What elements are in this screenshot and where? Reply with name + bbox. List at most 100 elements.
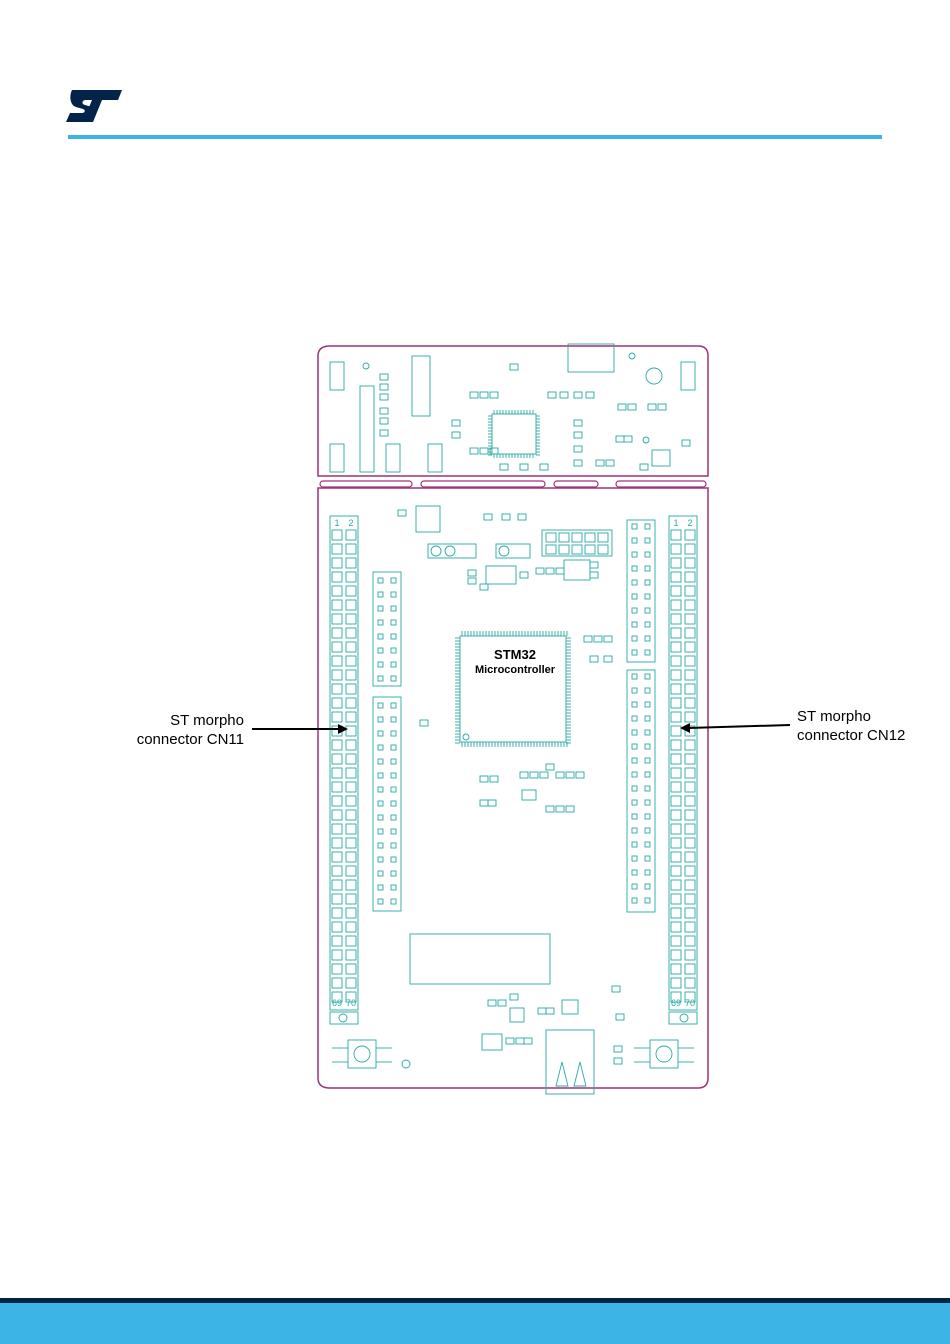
cn11-pin bbox=[332, 600, 342, 610]
cn12-pin bbox=[685, 544, 695, 554]
cn11-pin bbox=[346, 782, 356, 792]
cn11-pin bbox=[332, 530, 342, 540]
cn12-pin bbox=[685, 586, 695, 596]
passive-component bbox=[452, 420, 460, 426]
cn11-pin bbox=[332, 936, 342, 946]
cn11-pin bbox=[346, 754, 356, 764]
usb-user-connector bbox=[546, 1030, 594, 1094]
passive-component bbox=[500, 464, 508, 470]
cn12-pin bbox=[671, 880, 681, 890]
cn11-pin bbox=[346, 894, 356, 904]
passive-component bbox=[604, 656, 612, 662]
passive-component bbox=[498, 1000, 506, 1006]
cn11-pin bbox=[346, 950, 356, 960]
passive-component bbox=[556, 772, 564, 778]
cn12-pin bbox=[685, 600, 695, 610]
cn11-pin bbox=[332, 796, 342, 806]
cn12-pin bbox=[671, 586, 681, 596]
cn12-pin bbox=[685, 698, 695, 708]
passive-component bbox=[584, 636, 592, 642]
passive-component bbox=[520, 464, 528, 470]
cn12-pin-69-label: 69 bbox=[671, 998, 681, 1008]
passive-component bbox=[468, 578, 476, 584]
cn11-pin bbox=[346, 908, 356, 918]
passive-component bbox=[468, 570, 476, 576]
cn-inner-right-bottom bbox=[627, 670, 655, 912]
passive-component bbox=[574, 460, 582, 466]
passive-component bbox=[682, 440, 690, 446]
cn12-pin bbox=[671, 782, 681, 792]
passive-component bbox=[520, 572, 528, 578]
cn12-pin bbox=[685, 740, 695, 750]
cn12-pin bbox=[671, 908, 681, 918]
cn11-pin bbox=[332, 824, 342, 834]
cn12-pin bbox=[671, 796, 681, 806]
passive-component bbox=[488, 1000, 496, 1006]
passive-component bbox=[640, 464, 648, 470]
cn11-pin-2-label: 2 bbox=[348, 518, 353, 528]
cn12-pin bbox=[671, 628, 681, 638]
cn11-pin bbox=[346, 544, 356, 554]
cn11-pin bbox=[346, 726, 356, 736]
passive-component bbox=[594, 636, 602, 642]
passive-component bbox=[576, 772, 584, 778]
footer-band bbox=[0, 1303, 950, 1344]
mcu-title: STM32 bbox=[440, 647, 590, 662]
passive-component bbox=[470, 448, 478, 454]
passive-component bbox=[452, 432, 460, 438]
passive-component bbox=[616, 436, 624, 442]
cn11-pin bbox=[332, 586, 342, 596]
cn11-pin bbox=[346, 530, 356, 540]
passive-component bbox=[574, 446, 582, 452]
cn12-pin bbox=[685, 656, 695, 666]
cn12-pin-1-label: 1 bbox=[673, 518, 678, 528]
cn11-pin bbox=[332, 810, 342, 820]
cn11-pin bbox=[346, 880, 356, 890]
passive-component bbox=[380, 394, 388, 400]
passive-component bbox=[490, 776, 498, 782]
cn12-pin bbox=[671, 866, 681, 876]
passive-component bbox=[590, 656, 598, 662]
callout-cn12-line2: connector CN12 bbox=[797, 726, 905, 745]
passive-component bbox=[566, 806, 574, 812]
cn11-pin bbox=[346, 922, 356, 932]
cn11-pin bbox=[346, 656, 356, 666]
passive-component bbox=[546, 764, 554, 770]
cn12-pin bbox=[671, 824, 681, 834]
passive-component bbox=[480, 392, 488, 398]
passive-component bbox=[546, 1008, 554, 1014]
cn11-pin bbox=[346, 768, 356, 778]
passive-component bbox=[538, 1008, 546, 1014]
passive-component bbox=[480, 800, 488, 806]
cn12-pin bbox=[685, 978, 695, 988]
passive-component bbox=[540, 464, 548, 470]
passive-component bbox=[586, 392, 594, 398]
cn12-pin bbox=[685, 754, 695, 764]
cn11-pin bbox=[332, 866, 342, 876]
passive-component bbox=[484, 514, 492, 520]
cn11-pin bbox=[332, 544, 342, 554]
passive-component bbox=[480, 776, 488, 782]
cn11-pin bbox=[346, 586, 356, 596]
cn12-pin bbox=[671, 894, 681, 904]
passive-component bbox=[624, 436, 632, 442]
cn11-pin bbox=[332, 880, 342, 890]
cn11-pin bbox=[346, 712, 356, 722]
cn11-pin bbox=[346, 684, 356, 694]
cn11-pin bbox=[332, 670, 342, 680]
passive-component bbox=[516, 1038, 524, 1044]
passive-component bbox=[380, 430, 388, 436]
passive-component bbox=[510, 364, 518, 370]
passive-component bbox=[566, 772, 574, 778]
passive-component bbox=[596, 460, 604, 466]
cn11-pin bbox=[346, 740, 356, 750]
cn11-pin bbox=[332, 782, 342, 792]
passive-component bbox=[548, 392, 556, 398]
passive-component bbox=[518, 514, 526, 520]
passive-component bbox=[590, 572, 598, 578]
cn11-pin bbox=[346, 838, 356, 848]
mcu-subtitle: Microcontroller bbox=[440, 664, 590, 676]
cn12-pin bbox=[671, 838, 681, 848]
cn12-pin bbox=[685, 684, 695, 694]
cn11-pin bbox=[332, 628, 342, 638]
